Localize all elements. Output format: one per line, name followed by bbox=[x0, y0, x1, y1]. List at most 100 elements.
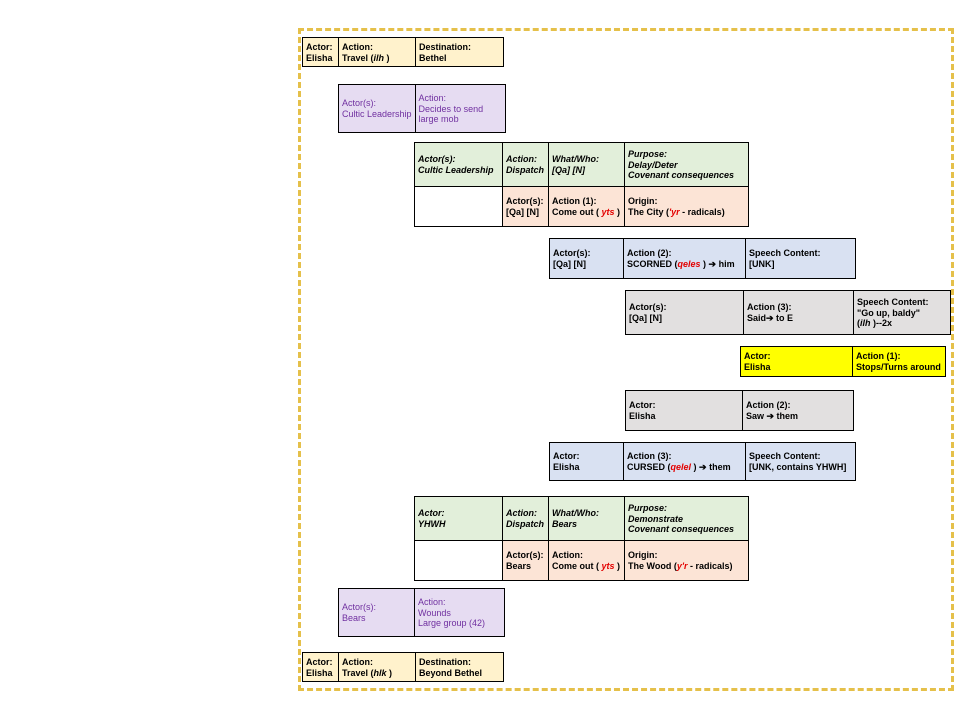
cell-label: Actor(s): bbox=[342, 98, 377, 109]
cell-value: CURSED (qelel ) ➔ them bbox=[627, 462, 731, 472]
actor-s-cell: Actor(s):[Qa] [N] bbox=[549, 238, 624, 279]
actor-cell: Actor:Elisha bbox=[740, 346, 853, 377]
cell-value: Elisha bbox=[306, 667, 333, 678]
cell-value: Cultic Leadership bbox=[342, 109, 412, 119]
cell-value: Come out ( yts ) bbox=[552, 561, 621, 571]
action-cell: Action:Dispatch bbox=[502, 142, 549, 187]
origin-cell: Origin:The Wood (y'r - radicals) bbox=[624, 540, 749, 581]
cell-label: Speech Content: bbox=[749, 248, 821, 259]
actor-cell: Actor:YHWH bbox=[414, 496, 503, 541]
cell-label: Action (3): bbox=[747, 302, 792, 313]
table-row: Actor(s):[Qa] [N]Action (2):SCORNED (qel… bbox=[549, 238, 856, 279]
actor-s-cell: Actor(s):Bears bbox=[502, 540, 549, 581]
cell-label: Actor(s): bbox=[342, 602, 377, 613]
cell-value: Elisha bbox=[629, 411, 656, 421]
actor-cell: Actor:Elisha bbox=[625, 390, 743, 431]
cell-label: Action: bbox=[506, 508, 537, 519]
cell-label: Action: bbox=[552, 550, 583, 561]
action-cell: Action:Come out ( yts ) bbox=[548, 540, 625, 581]
cell-value: [Qa] [N] bbox=[552, 165, 585, 175]
cell-label: Actor(s): bbox=[418, 154, 456, 165]
cell-value: Large group (42) bbox=[418, 618, 486, 629]
cell-label: Origin: bbox=[628, 196, 658, 207]
actor-cell: Actor:Elisha bbox=[302, 652, 339, 682]
cell-value: Elisha bbox=[744, 362, 771, 372]
action-3-cell: Action (3):Said➔ to E bbox=[743, 290, 854, 335]
cell-value: large mob bbox=[418, 114, 459, 125]
cell-value: Stops/Turns around bbox=[856, 362, 941, 372]
cell-value: Beyond Bethel bbox=[419, 667, 483, 678]
actor-cell: Actor:Elisha bbox=[549, 442, 624, 481]
action-cell: Action:Travel (ilh ) bbox=[338, 37, 416, 67]
cell-value: Bethel bbox=[419, 52, 447, 63]
cell-value: Said➔ to E bbox=[747, 313, 794, 323]
cell-value: [UNK] bbox=[749, 259, 775, 269]
cell-label: Action: bbox=[506, 154, 537, 165]
cell-value: Come out ( yts ) bbox=[552, 207, 621, 217]
empty-cell bbox=[414, 540, 503, 581]
cell-value: [Qa] [N] bbox=[553, 259, 586, 269]
action-1-cell: Action (1):Come out ( yts ) bbox=[548, 186, 625, 227]
cell-value: Bears bbox=[342, 613, 366, 623]
cell-value: Saw ➔ them bbox=[746, 411, 799, 421]
action-1-cell: Action (1):Stops/Turns around bbox=[852, 346, 946, 377]
cell-label: Actor(s): bbox=[553, 248, 591, 259]
cell-value: [Qa] [N] bbox=[629, 313, 662, 323]
cell-value: [Qa] [N] bbox=[506, 207, 539, 217]
cell-label: Action (1): bbox=[552, 196, 597, 207]
action-2-cell: Action (2):SCORNED (qeles ) ➔ him bbox=[623, 238, 746, 279]
cell-value: The Wood (y'r - radicals) bbox=[628, 561, 733, 571]
what-who-cell: What/Who:[Qa] [N] bbox=[548, 142, 625, 187]
elisha-travels-to-bethel: Actor:Elisha Action:Travel (ilh )Destinat… bbox=[302, 37, 504, 67]
cell-value: "Go up, baldy" bbox=[857, 307, 921, 318]
cell-label: Action (2): bbox=[627, 248, 672, 259]
cell-label: Actor: bbox=[306, 656, 333, 667]
cell-label: Destination: bbox=[419, 41, 472, 52]
cell-label: Purpose: bbox=[628, 502, 668, 513]
cell-label: Actor: bbox=[306, 41, 333, 52]
cell-value: The City ('yr - radicals) bbox=[628, 207, 725, 217]
cell-value: Covenant consequences bbox=[628, 170, 735, 181]
cell-value: Dispatch bbox=[506, 519, 545, 529]
cell-label: What/Who: bbox=[552, 154, 599, 165]
cell-label: Actor(s): bbox=[629, 302, 667, 313]
speech-content-cell: Speech Content:[UNK] bbox=[745, 238, 856, 279]
cell-label: Action: bbox=[342, 41, 373, 52]
origin-cell: Origin:The City ('yr - radicals) bbox=[624, 186, 749, 227]
actor-s-cell: Actor(s):Bears bbox=[338, 588, 415, 637]
cell-value: Elisha bbox=[553, 462, 580, 472]
cell-label: Action: bbox=[418, 596, 446, 607]
cell-label: Actor(s): bbox=[506, 196, 544, 207]
cell-value: Elisha bbox=[306, 52, 333, 63]
cell-value: Wounds bbox=[418, 607, 451, 618]
cell-label: Actor: bbox=[629, 400, 656, 411]
cell-value: Decides to send bbox=[418, 103, 484, 114]
cell-value: (ilh )--2x bbox=[857, 318, 893, 329]
cell-label: Action (1): bbox=[856, 351, 901, 362]
cell-value: Bears bbox=[506, 561, 532, 571]
cell-label: Origin: bbox=[628, 550, 658, 561]
cell-label: Action (3): bbox=[627, 451, 672, 462]
speech-content-cell: Speech Content:[UNK, contains YHWH] bbox=[745, 442, 856, 481]
cell-value: Bears bbox=[552, 519, 578, 529]
cell-label: Speech Content: bbox=[857, 296, 929, 307]
